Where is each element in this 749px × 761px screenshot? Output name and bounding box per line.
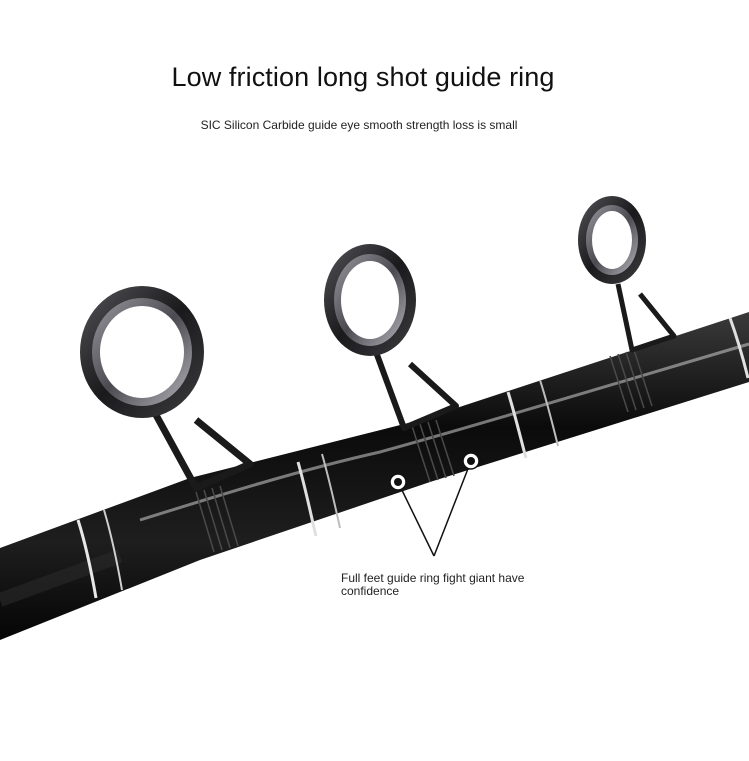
callout-pointer	[389, 452, 480, 557]
rod-joints	[76, 317, 749, 599]
thread-wraps	[195, 349, 653, 553]
guide-ring-icon	[80, 286, 254, 492]
page-subtitle: SIC Silicon Carbide guide eye smooth str…	[200, 118, 518, 132]
rod-body	[0, 312, 749, 640]
guide-ring-icon	[578, 196, 677, 353]
guide-ring-icon	[324, 244, 459, 431]
callout-text: Full feet guide ring fight giant have co…	[341, 571, 525, 598]
page-title: Low friction long shot guide ring	[171, 62, 555, 92]
